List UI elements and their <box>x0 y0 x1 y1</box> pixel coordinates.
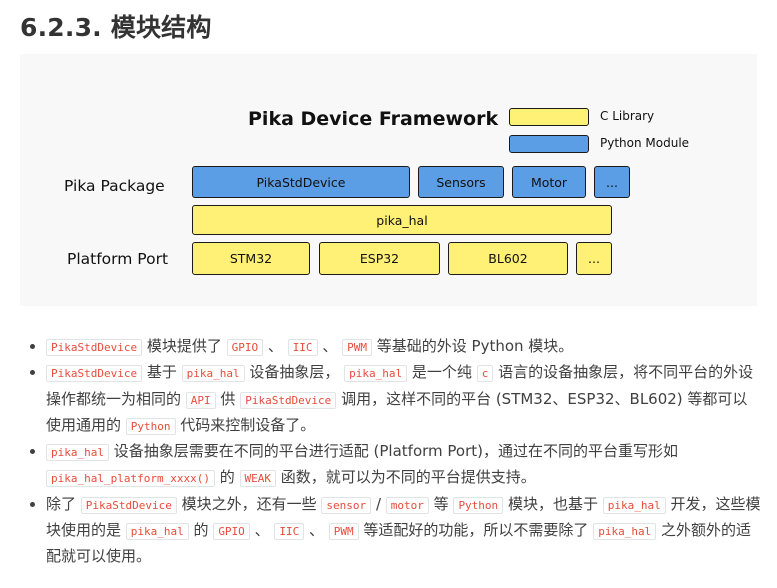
note-text: 代码来控制设备了。 <box>175 415 316 434</box>
note-text: 、 <box>304 521 329 540</box>
inline-code: Python <box>125 417 176 435</box>
inline-code: motor <box>385 496 429 514</box>
section-heading: 6.2.3. 模块结构 <box>20 13 212 42</box>
inline-code: pika_hal <box>181 365 245 383</box>
inline-code: pika_hal <box>46 444 109 462</box>
platform-bl602: BL602 <box>448 242 568 275</box>
note-text: 函数，就可以为不同的平台提供支持。 <box>276 468 536 487</box>
note-text: 语言的设备抽象层，将不同平台的外设操作都统一为相同的 <box>46 363 754 408</box>
note-text: 的 <box>188 521 214 540</box>
platform-stm32: STM32 <box>192 242 310 275</box>
note-text: / <box>371 494 386 513</box>
note-text: 模块，也基于 <box>503 494 603 513</box>
note-text: 模块之外，还有一些 <box>176 494 322 513</box>
platform-esp32: ESP32 <box>319 242 440 275</box>
note-text: 之外额外的适配就可以使用。 <box>46 521 751 566</box>
note-text: 除了 <box>46 494 81 513</box>
platform-more: ... <box>576 242 612 275</box>
inline-code: Python <box>453 496 504 514</box>
framework-diagram: Pika Device Framework C Library Python M… <box>20 54 757 306</box>
row-label-package: Pika Package <box>64 177 165 195</box>
inline-code: GPIO <box>226 339 264 356</box>
inline-code: pika_hal <box>602 496 666 514</box>
inline-code: GPIO <box>213 523 250 541</box>
legend-label-python-module: Python Module <box>600 136 690 150</box>
diagram-title: Pika Device Framework <box>248 108 499 130</box>
inline-code: pika_hal <box>125 523 189 541</box>
inline-code: API <box>185 391 216 409</box>
note-item: 除了 PikaStdDevice 模块之外，还有一些 sensor / moto… <box>22 492 762 569</box>
inline-code: PWM <box>328 523 359 541</box>
inline-code: WEAK <box>239 470 276 488</box>
inline-code: IIC <box>274 523 305 541</box>
row-label-platform: Platform Port <box>67 250 169 268</box>
note-text: 调用，这样不同的平台 (STM32、ESP32、BL602) 等都可以使用通用的 <box>46 389 748 434</box>
note-item: PikaStdDevice 模块提供了 GPIO 、 IIC 、 PWM 等基础… <box>22 334 762 360</box>
note-text: 供 <box>215 389 241 408</box>
note-text: 设备抽象层需要在不同的平台进行适配 (Platform Port)，通过在不同的… <box>108 442 678 461</box>
inline-code: PikaStdDevice <box>240 391 337 409</box>
note-text: 等适配好的功能，所以不需要除了 <box>358 521 594 540</box>
note-item: PikaStdDevice 基于 pika_hal 设备抽象层， pika_ha… <box>22 360 762 439</box>
note-text: 设备抽象层， <box>244 363 345 382</box>
inline-code: IIC <box>287 339 318 356</box>
module-motor: Motor <box>512 166 586 198</box>
legend-swatch-c-library <box>509 108 589 126</box>
inline-code: PWM <box>342 339 372 356</box>
note-item: pika_hal 设备抽象层需要在不同的平台进行适配 (Platform Por… <box>22 439 762 492</box>
legend-swatch-python-module <box>509 135 589 153</box>
inline-code: PikaStdDevice <box>80 496 177 514</box>
inline-code: pika_hal_platform_xxxx() <box>46 470 215 488</box>
notes-list: PikaStdDevice 模块提供了 GPIO 、 IIC 、 PWM 等基础… <box>22 334 762 569</box>
inline-code: pika_hal <box>593 523 657 541</box>
note-text: 等 <box>428 494 454 513</box>
note-text: 、 <box>263 337 288 355</box>
note-text: 、 <box>249 521 275 540</box>
layer-pika-hal: pika_hal <box>192 205 612 235</box>
inline-code: sensor <box>321 496 372 514</box>
legend-label-c-library: C Library <box>600 109 655 123</box>
module-pikastddevice: PikaStdDevice <box>192 166 410 198</box>
module-more: ... <box>594 166 630 198</box>
note-text: 的 <box>214 468 240 487</box>
module-sensors: Sensors <box>418 166 504 198</box>
note-text: 、 <box>317 337 343 355</box>
note-text: 开发，这些模块使用的是 <box>46 494 761 540</box>
note-text: 模块提供了 <box>142 337 227 355</box>
inline-code: PikaStdDevice <box>46 365 143 383</box>
note-text: 基于 <box>142 363 182 382</box>
inline-code: c <box>476 365 494 383</box>
note-text: 等基础的外设 Python 模块。 <box>371 337 574 355</box>
note-text: 是一个纯 <box>407 363 477 382</box>
inline-code: PikaStdDevice <box>46 339 143 356</box>
inline-code: pika_hal <box>344 365 408 383</box>
